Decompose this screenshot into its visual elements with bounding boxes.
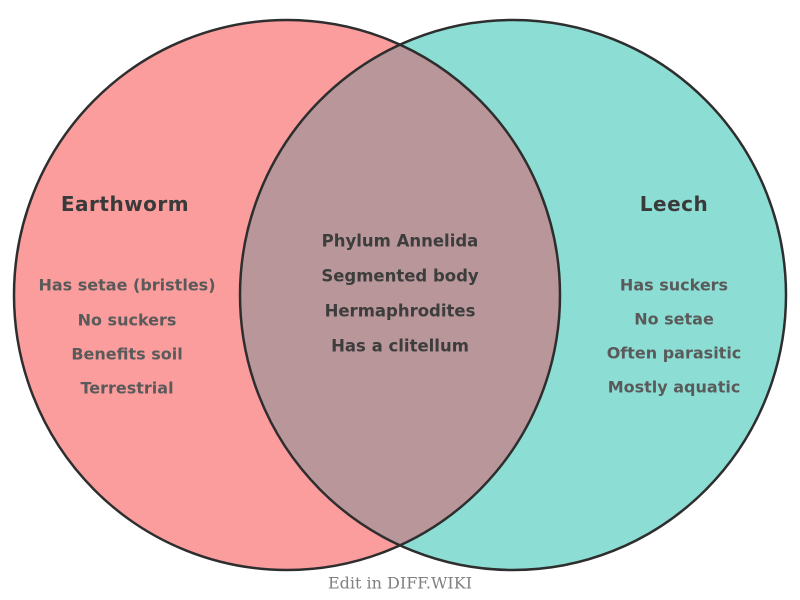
left-item: Terrestrial — [80, 378, 174, 398]
intersection-item: Phylum Annelida — [321, 231, 479, 251]
right-item: Has suckers — [619, 275, 729, 295]
edit-link[interactable]: Edit in DIFF.WIKI — [327, 573, 473, 593]
left-circle-title: Earthworm — [60, 192, 190, 216]
left-circle-outline — [12, 18, 562, 572]
right-item: Often parasitic — [606, 343, 742, 363]
right-circle-title: Leech — [639, 192, 709, 216]
intersection-item: Hermaphrodites — [324, 301, 476, 321]
right-item: Mostly aquatic — [607, 377, 741, 397]
right-circle-outline — [238, 18, 788, 572]
right-item: No setae — [634, 309, 714, 329]
left-item: Has setae (bristles) — [38, 275, 216, 295]
intersection-item: Segmented body — [321, 266, 479, 286]
intersection-item: Has a clitellum — [331, 336, 469, 356]
intersection-region — [240, 20, 560, 570]
left-item: No suckers — [77, 310, 177, 330]
left-item: Benefits soil — [71, 344, 183, 364]
